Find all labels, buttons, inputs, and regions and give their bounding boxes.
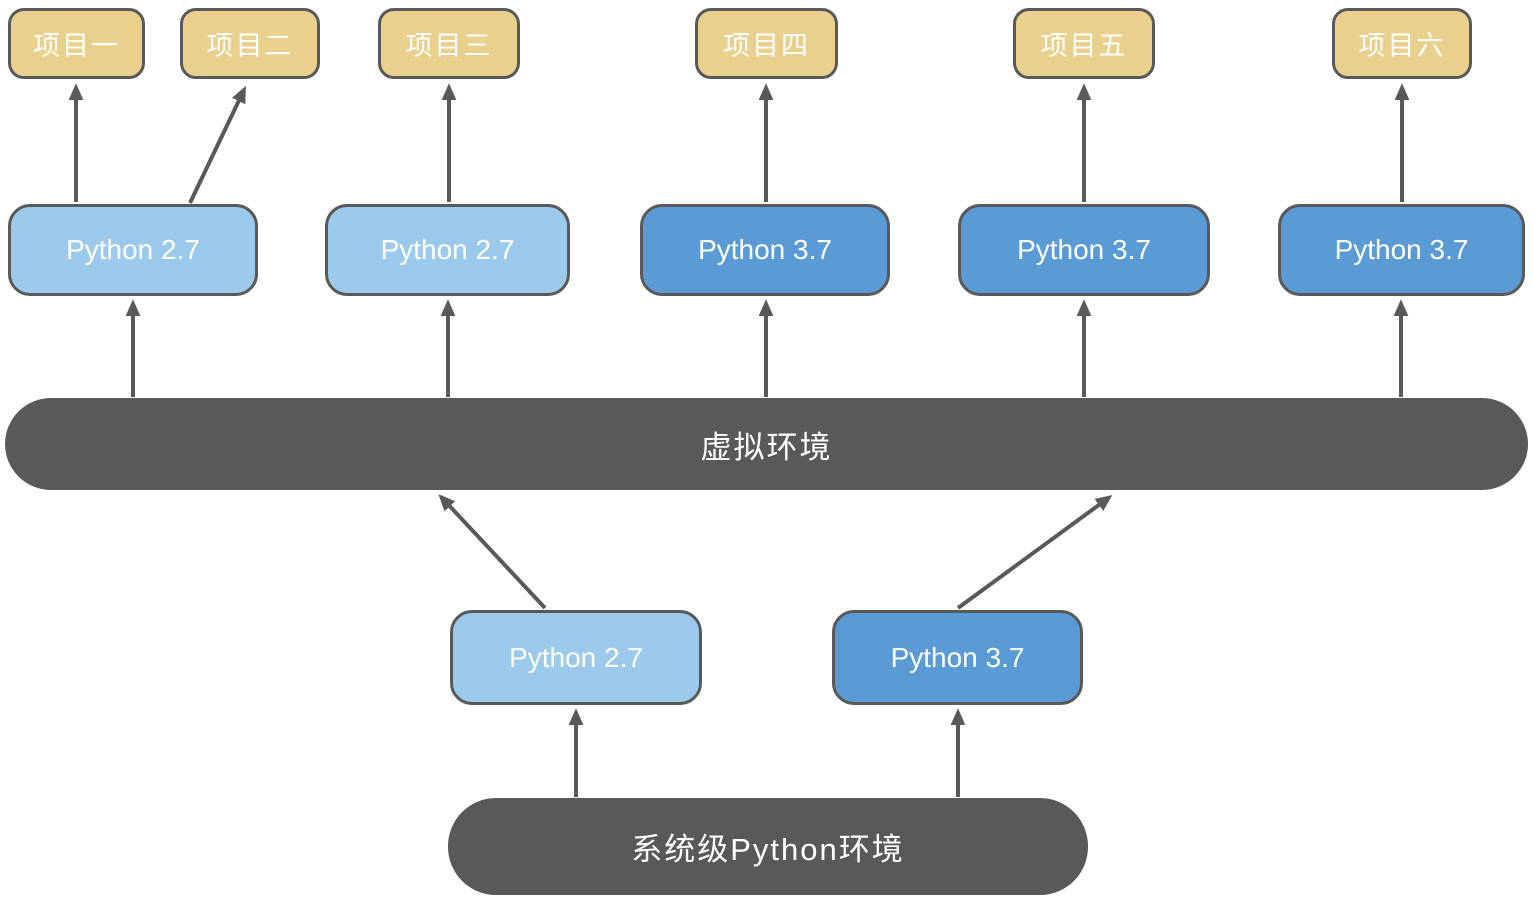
venv-python37-box-1: Python 3.7: [640, 204, 890, 296]
arrow-syspython37-to-venv: [956, 495, 1113, 610]
project-box-1: 项目一: [8, 8, 145, 79]
venv-python37-box-2: Python 3.7: [958, 204, 1210, 296]
venv-python37-box-3: Python 3.7: [1278, 204, 1525, 296]
project-box-3: 项目三: [378, 8, 520, 79]
project-box-6: 项目六: [1332, 8, 1472, 79]
system-python37-box: Python 3.7: [832, 610, 1083, 705]
virtual-env-bar: 虚拟环境: [5, 398, 1528, 490]
system-python27-box: Python 2.7: [450, 610, 702, 705]
project-box-5: 项目五: [1013, 8, 1155, 79]
system-env-bar: 系统级Python环境: [448, 798, 1088, 895]
arrow-syspython27-to-venv: [438, 494, 547, 610]
venv-python27-box-2: Python 2.7: [325, 204, 570, 296]
project-box-2: 项目二: [180, 8, 320, 79]
arrow-python27-1-to-project-2: [188, 85, 246, 204]
project-box-4: 项目四: [695, 8, 838, 79]
venv-python27-box-1: Python 2.7: [8, 204, 258, 296]
